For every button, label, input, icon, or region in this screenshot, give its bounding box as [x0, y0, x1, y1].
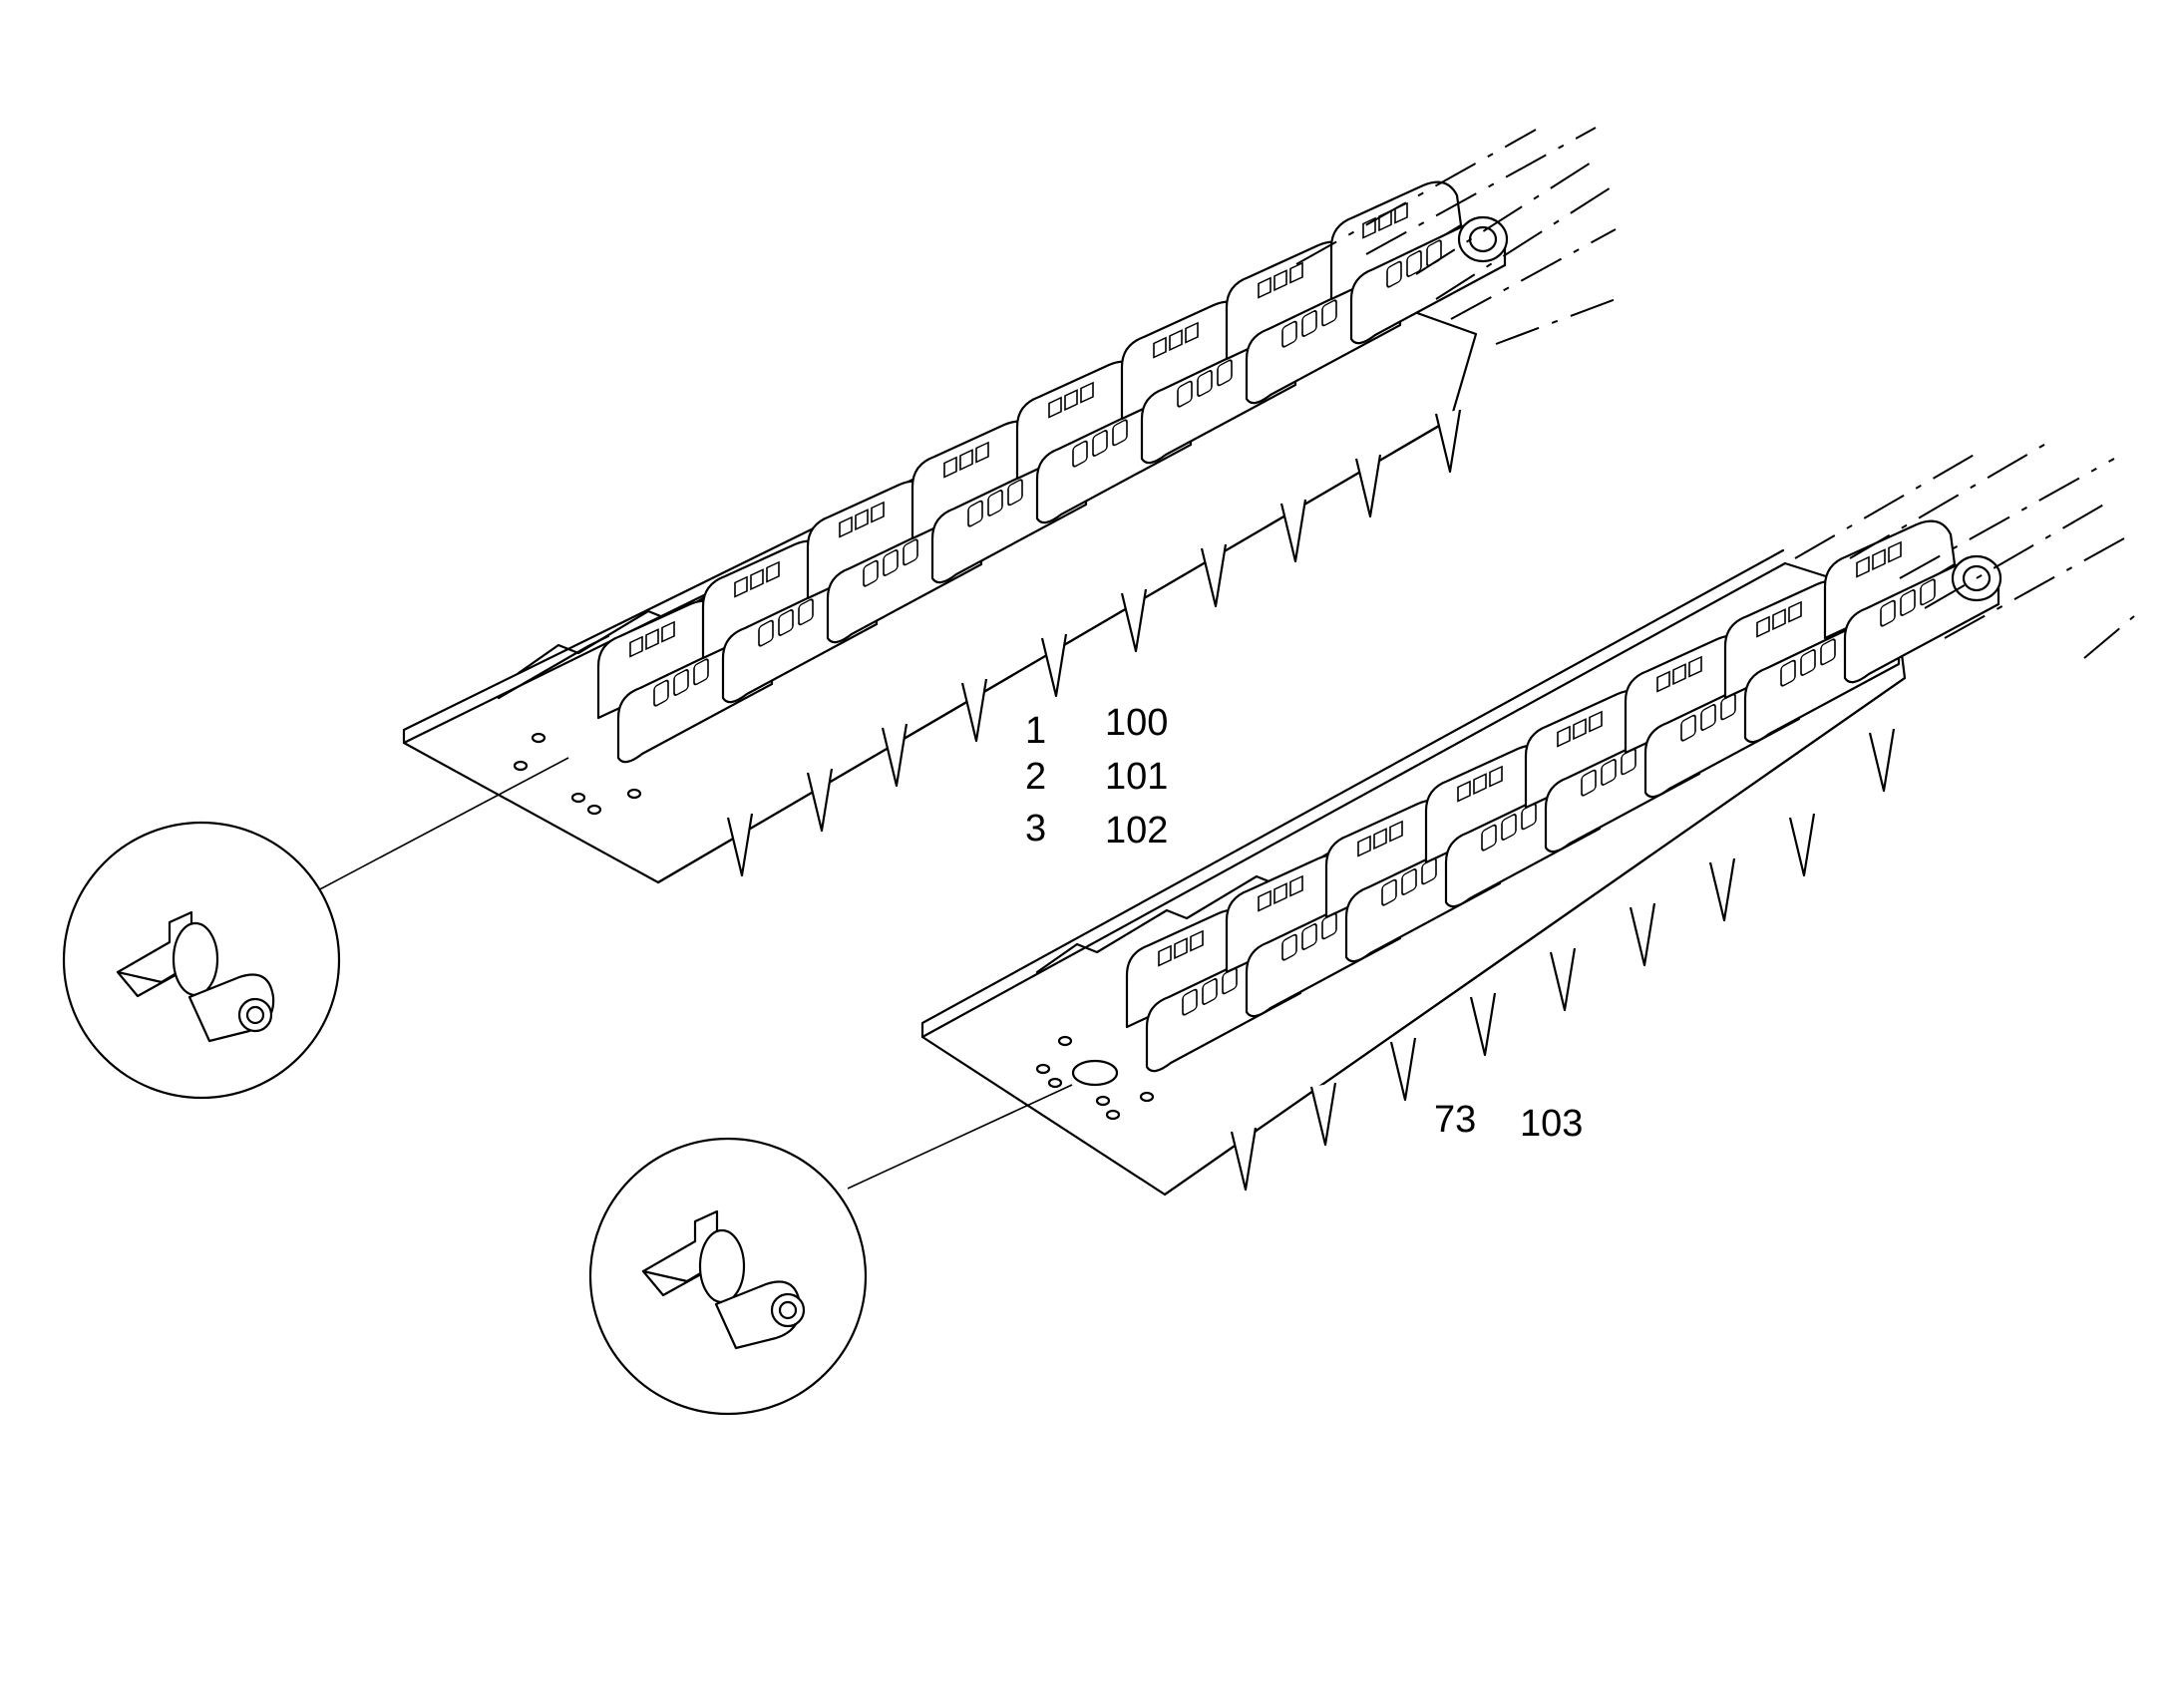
- upper-conveyor-section: [402, 127, 1617, 884]
- callout-upper-item-1: 1: [1025, 710, 1047, 752]
- callout-upper-ref-2: 101: [1105, 756, 1169, 798]
- upper-detail-view: [62, 757, 569, 1100]
- lower-detail-view: [588, 1084, 1073, 1416]
- callout-upper-ref-1: 100: [1105, 702, 1169, 744]
- callout-lower-ref-103: 103: [1520, 1103, 1584, 1145]
- callout-lower-item-73: 73: [1434, 1099, 1477, 1141]
- callout-upper-item-2: 2: [1025, 756, 1047, 798]
- callout-upper-ref-3: 102: [1105, 810, 1169, 852]
- lower-conveyor-section: [920, 438, 2135, 1196]
- callout-upper-item-3: 3: [1025, 808, 1047, 850]
